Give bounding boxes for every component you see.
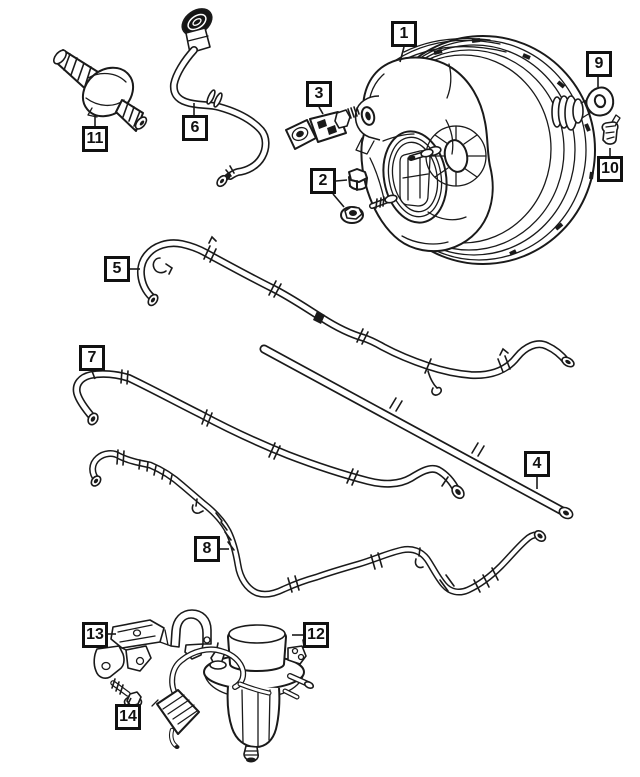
vacuum-hose-8-drawing: [89, 449, 547, 598]
callout-4[interactable]: 4: [524, 451, 550, 477]
callout-leader-lines: [91, 46, 611, 705]
callout-11[interactable]: 11: [82, 126, 108, 152]
pushrod-clevis-drawing: [551, 86, 615, 131]
vacuum-hose-6-drawing: [169, 8, 270, 188]
callout-9[interactable]: 9: [586, 51, 612, 77]
callout-8[interactable]: 8: [194, 536, 220, 562]
retainer-clip-drawing: [601, 114, 621, 145]
vacuum-hose-7-drawing: [72, 369, 465, 500]
vacuum-tube-4-drawing: [259, 344, 574, 520]
callout-12[interactable]: 12: [303, 622, 329, 648]
callout-14[interactable]: 14: [115, 704, 141, 730]
callout-6[interactable]: 6: [182, 115, 208, 141]
callout-2[interactable]: 2: [310, 168, 336, 194]
pressure-sensor-drawing: [285, 106, 360, 150]
vacuum-hose-5-drawing: [136, 235, 575, 396]
mounting-nuts-drawing: [340, 168, 368, 224]
check-valve-drawing: [53, 49, 148, 132]
callout-3[interactable]: 3: [306, 81, 332, 107]
callout-10[interactable]: 10: [597, 156, 623, 182]
callout-7[interactable]: 7: [79, 345, 105, 371]
pump-bracket-drawing: [93, 609, 212, 679]
callout-5[interactable]: 5: [104, 256, 130, 282]
vacuum-pump-drawing: [151, 624, 315, 763]
brake-booster-drawing: [354, 35, 596, 265]
callout-13[interactable]: 13: [82, 622, 108, 648]
callout-1[interactable]: 1: [391, 21, 417, 47]
